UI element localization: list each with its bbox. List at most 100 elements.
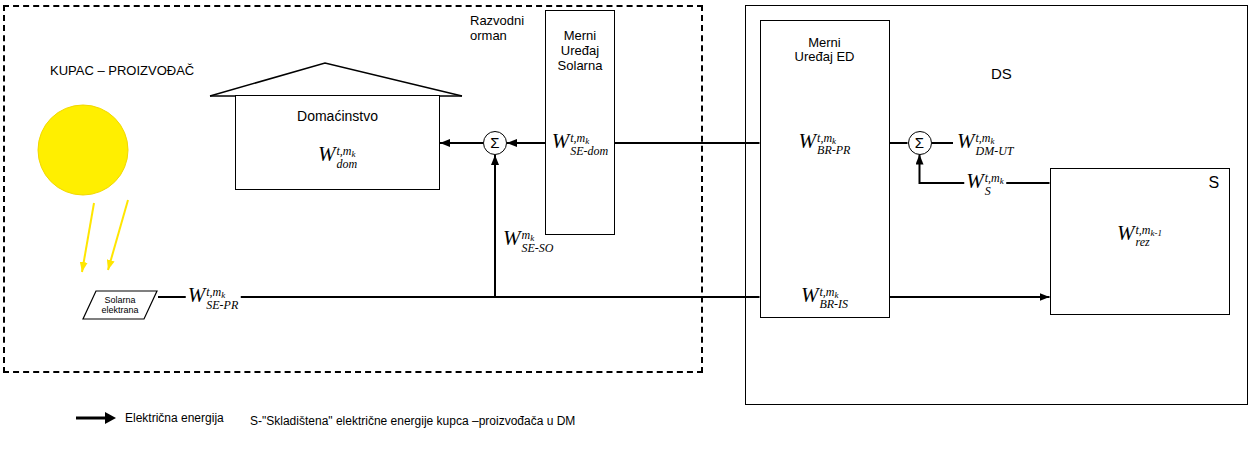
roof-eave xyxy=(439,95,462,97)
math-part: t,mk xyxy=(976,132,1014,145)
sun-ray xyxy=(82,203,94,272)
math-part: k xyxy=(221,290,225,300)
meter-box: Merni Uređaj SolarnaW t,mk SE-dom xyxy=(545,10,615,235)
math-part: SE-SO xyxy=(522,242,554,255)
node-title: Σ xyxy=(915,134,924,151)
math-part: t,mk xyxy=(206,286,238,299)
energy-label: W t,mk S xyxy=(964,169,1006,197)
math-part: t,m xyxy=(817,131,832,145)
math-part: t,mk DM-UT xyxy=(976,132,1014,157)
power-line xyxy=(890,296,1050,298)
math-part: k xyxy=(585,136,589,146)
sun-ray xyxy=(108,200,128,270)
legend-head xyxy=(105,412,116,424)
math-part: BR-PR xyxy=(817,144,850,157)
math-part: W xyxy=(801,282,819,306)
storage-box: S W t,mk-1 rez xyxy=(1050,168,1230,315)
math-part: t,mk SE-PR xyxy=(206,286,238,311)
output-line xyxy=(932,142,953,144)
energy-quantity: W t,mk dom xyxy=(318,142,357,170)
ds-region: DSMerni Uređaj EDW t,mk BR-PRW t,mk BR-I… xyxy=(745,5,1248,405)
energy-label: W t,mk SE-PR xyxy=(186,283,241,311)
math-part: t,mk xyxy=(819,286,848,299)
node-title: S xyxy=(1209,173,1220,191)
math-part: S xyxy=(985,185,1004,198)
power-line xyxy=(507,142,545,144)
cabinet-label: Razvodni orman xyxy=(470,14,542,44)
node-title: Solarna elektrana xyxy=(101,295,139,316)
math-part: DM-UT xyxy=(976,145,1014,158)
math-part: k-1 xyxy=(1151,228,1163,238)
math-part: k xyxy=(351,149,355,159)
math-part: k xyxy=(1000,176,1004,186)
math-part: t,mk-1 xyxy=(1136,224,1163,237)
power-line xyxy=(615,142,760,144)
math-part: t,mk xyxy=(336,145,357,158)
energy-quantity: W t,mk-1 rez xyxy=(1117,220,1162,248)
math-part: t,mk xyxy=(817,132,850,145)
math-part: t,m xyxy=(206,285,221,299)
sun xyxy=(38,105,128,195)
node-title: DS xyxy=(991,65,1012,82)
math-part: t,mk S xyxy=(985,172,1004,197)
math-part: t,mk xyxy=(985,172,1004,185)
energy-label: W t,mk DM-UT xyxy=(957,129,1014,157)
math-part: k xyxy=(834,290,838,300)
energy-quantity: W t,mk BR-IS xyxy=(801,282,848,310)
math-part: BR-IS xyxy=(819,298,848,311)
roof-eave xyxy=(210,95,236,97)
node-title: Σ xyxy=(490,134,499,151)
node-title: Merni Uređaj Solarna xyxy=(558,29,603,74)
math-part: t,m xyxy=(819,285,834,299)
legend-arrow xyxy=(75,411,117,425)
math-part: t,mk BR-IS xyxy=(819,286,848,311)
math-part: k xyxy=(832,136,836,146)
house-roof xyxy=(210,63,462,96)
math-part: k xyxy=(991,136,995,146)
math-part: W xyxy=(552,129,570,153)
math-part: t,m xyxy=(336,144,351,158)
math-part: SE-dom xyxy=(570,145,608,158)
math-part: W xyxy=(1117,220,1135,244)
math-part: t,mk BR-PR xyxy=(817,132,850,157)
math-part: t,m xyxy=(976,131,991,145)
node-title: Domaćinstvo xyxy=(297,108,378,124)
math-part: W xyxy=(966,169,984,193)
sum-circle: Σ xyxy=(908,131,932,155)
math-part: W xyxy=(503,226,521,250)
math-part: dom xyxy=(336,158,357,171)
energy-quantity: W t,mk SE-dom xyxy=(552,129,609,157)
math-part: mk xyxy=(522,229,554,242)
sum-circle: Σ xyxy=(483,131,507,155)
panel-shape xyxy=(83,291,157,319)
math-part: W xyxy=(188,283,206,307)
math-part: t,mk SE-dom xyxy=(570,132,608,157)
math-part: W xyxy=(799,128,817,152)
energy-label: W mk SE-SO xyxy=(503,226,554,254)
math-part: mk SE-SO xyxy=(522,229,554,254)
legend-line xyxy=(76,417,107,420)
power-line xyxy=(890,142,908,144)
math-part: k xyxy=(530,233,534,243)
math-part: t,m xyxy=(985,171,1000,185)
note-text: S-"Skladištena" električne energije kupc… xyxy=(250,415,575,429)
math-part: t,mk xyxy=(570,132,608,145)
math-part: W xyxy=(318,142,336,166)
node-title: KUPAC – PROIZVOĐAČ xyxy=(50,64,194,79)
math-part: t,m xyxy=(1136,223,1151,237)
household-box: DomaćinstvoW t,mk dom xyxy=(235,95,440,190)
math-part: rez xyxy=(1136,236,1163,249)
power-line xyxy=(440,142,483,144)
math-part: m xyxy=(522,228,531,242)
math-part: t,m xyxy=(570,131,585,145)
legend-item: Električna energija xyxy=(75,411,224,425)
math-part: SE-PR xyxy=(206,299,238,312)
node-title: Merni Uređaj ED xyxy=(793,36,857,66)
math-part: t,mk-1 rez xyxy=(1136,224,1163,249)
solar-panel: Solarna elektrana xyxy=(82,290,158,320)
customer-region: KUPAC – PROIZVOĐAČDomaćinstvoW t,mk domΣ… xyxy=(3,5,703,373)
legend-text: Električna energija xyxy=(125,411,224,425)
